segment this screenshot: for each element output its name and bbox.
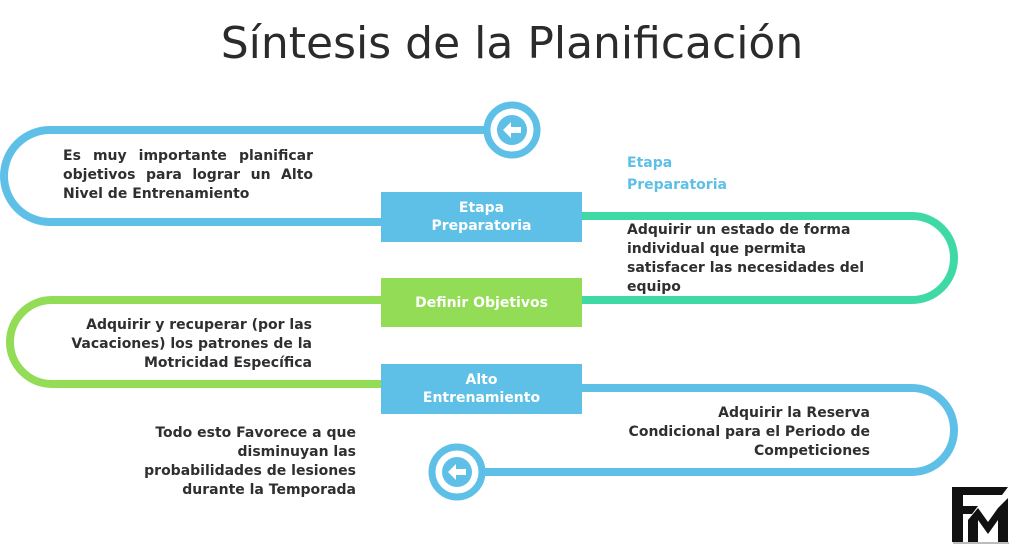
intro-text: Es muy importante planificar objetivos p… <box>63 148 313 202</box>
arrow-left-icon <box>428 443 486 501</box>
text-line: Competiciones <box>754 443 870 459</box>
prep-description: Adquirir un estado de forma individual q… <box>627 222 865 295</box>
path-segment-bottom <box>460 384 958 476</box>
vacaciones-text: Adquirir y recuperar (por las Vacaciones… <box>60 316 312 373</box>
stage-box-line: Entrenamiento <box>422 390 541 406</box>
stage-box-line: Definir Objetivos <box>415 294 548 311</box>
logo-fm-icon <box>950 484 1012 546</box>
side-label-line: Preparatoria <box>627 177 727 193</box>
stage-box-alto-entrenamiento: Alto Entrenamiento <box>381 364 582 414</box>
path-segment-top <box>0 126 512 226</box>
stage-box-line: Alto <box>465 372 498 388</box>
side-label: Etapa Preparatoria <box>627 152 727 196</box>
stage-box-line: Preparatoria <box>431 218 532 234</box>
text-line: Adquirir la Reserva <box>718 405 870 421</box>
path-segment-teal <box>582 212 958 304</box>
arrow-left-icon <box>483 101 541 159</box>
reserva-text: Adquirir la Reserva Condicional para el … <box>610 404 870 461</box>
path-segment-green <box>6 296 382 388</box>
text-line: Condicional para el Periodo de <box>628 424 870 440</box>
stage-box-line: Etapa <box>458 200 505 216</box>
text-line: Todo esto Favorece a que <box>155 425 356 441</box>
final-text: Todo esto Favorece a que disminuyan las … <box>120 424 356 500</box>
text-line: durante la Temporada <box>182 482 356 498</box>
text-line: Adquirir y recuperar (por las <box>86 317 312 333</box>
side-label-line: Etapa <box>627 155 673 171</box>
text-line: Motricidad Específica <box>143 355 312 371</box>
text-line: probabilidades de lesiones <box>144 463 356 479</box>
stage-box-definir-objetivos: Definir Objetivos <box>381 278 582 327</box>
text-line: disminuyan las <box>237 444 356 460</box>
page-title: Síntesis de la Planificación <box>220 18 804 69</box>
text-line: Vacaciones) los patrones de la <box>71 336 312 352</box>
stage-box-etapa-preparatoria: Etapa Preparatoria <box>381 192 582 242</box>
